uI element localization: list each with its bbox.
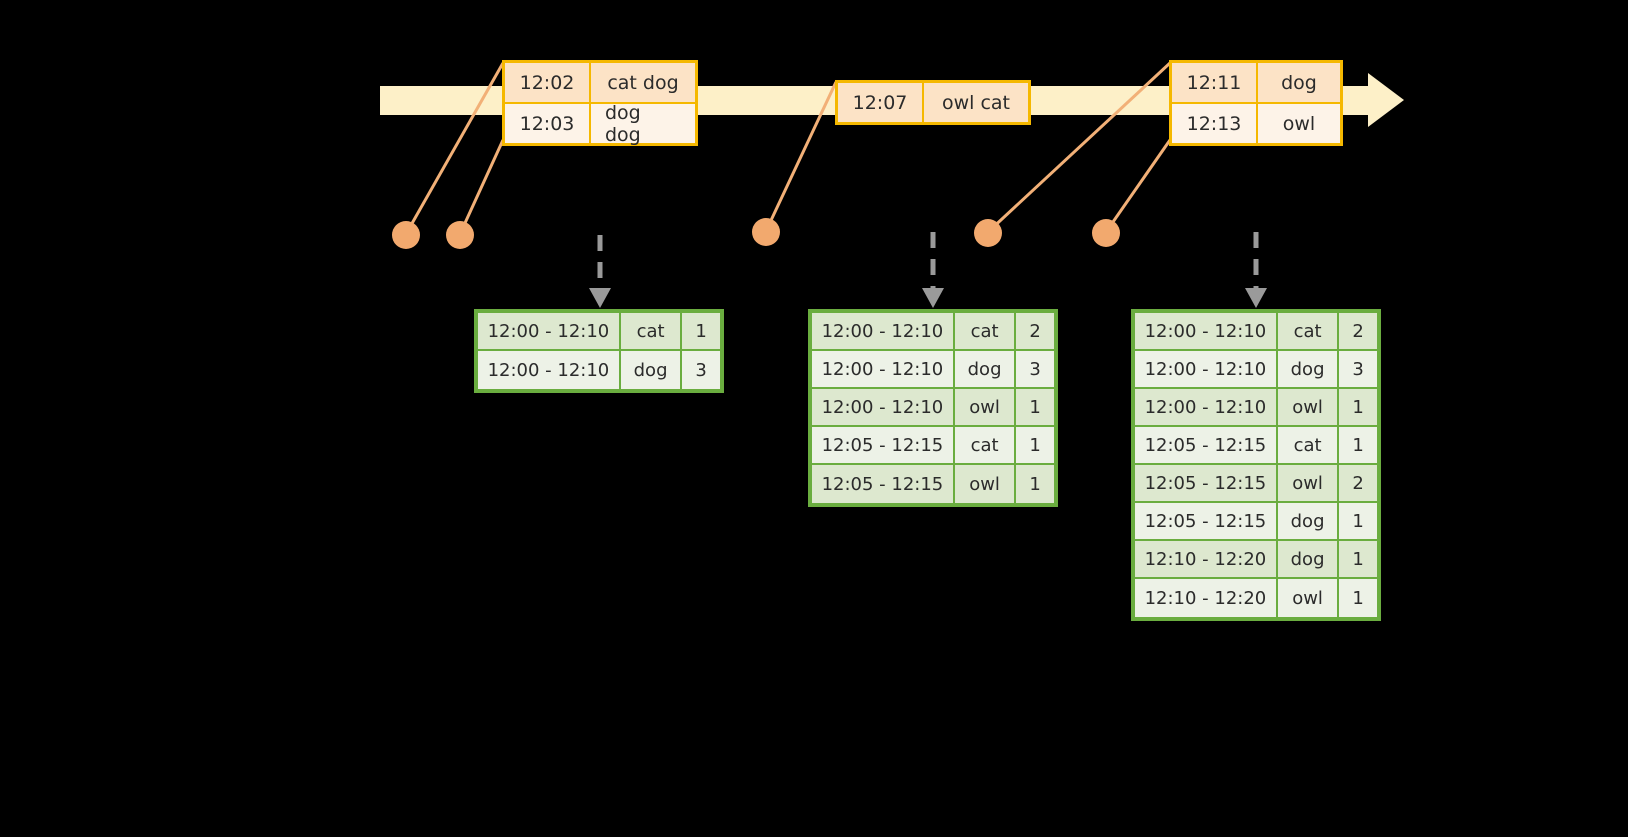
cell-window: 12:00 - 12:10 bbox=[812, 389, 955, 425]
cell-word: owl bbox=[955, 465, 1017, 503]
cell-window: 12:10 - 12:20 bbox=[1135, 579, 1278, 617]
cell-count: 1 bbox=[1029, 434, 1041, 456]
cell-word: owl bbox=[1278, 389, 1340, 425]
event-row: 12:13 owl bbox=[1172, 102, 1340, 143]
event-row: 12:03 dog dog bbox=[505, 101, 695, 146]
dashed-arrow-3 bbox=[1245, 232, 1267, 308]
event-time: 12:02 bbox=[505, 63, 591, 102]
connector-dot-4 bbox=[974, 219, 1002, 247]
cell-count: 2 bbox=[1352, 472, 1364, 494]
connector-line-2 bbox=[458, 139, 505, 235]
cell-window: 12:05 - 12:15 bbox=[812, 465, 955, 503]
cell-window: 12:05 - 12:15 bbox=[1135, 427, 1278, 463]
cell-window: 12:05 - 12:15 bbox=[1135, 503, 1278, 539]
event-box-group-3[interactable]: 12:11 dog 12:13 owl bbox=[1169, 60, 1343, 146]
cell-window: 12:00 - 12:10 bbox=[1135, 313, 1278, 349]
cell-count: 1 bbox=[1029, 473, 1041, 495]
cell-count: 3 bbox=[1352, 358, 1364, 380]
cell-count: 3 bbox=[695, 359, 707, 381]
cell-window: 12:00 - 12:10 bbox=[812, 313, 955, 349]
event-box-group-1[interactable]: 12:02 cat dog 12:03 dog dog bbox=[502, 60, 698, 146]
cell-count: 1 bbox=[1352, 587, 1364, 609]
cell-word: cat bbox=[1278, 313, 1340, 349]
cell-count: 1 bbox=[695, 320, 707, 342]
cell-window: 12:00 - 12:10 bbox=[478, 313, 621, 349]
event-value: dog bbox=[1281, 71, 1317, 94]
dashed-arrow-2 bbox=[922, 232, 944, 308]
event-row: 12:11 dog bbox=[1172, 63, 1340, 102]
cell-count: 2 bbox=[1029, 320, 1041, 342]
cell-window: 12:00 - 12:10 bbox=[1135, 351, 1278, 387]
cell-word: dog bbox=[1278, 503, 1340, 539]
cell-window: 12:05 - 12:15 bbox=[812, 427, 955, 463]
cell-word: dog bbox=[1278, 541, 1340, 577]
cell-word: dog bbox=[1278, 351, 1340, 387]
cell-count: 1 bbox=[1352, 434, 1364, 456]
cell-word: dog bbox=[955, 351, 1017, 387]
cell-count: 1 bbox=[1029, 396, 1041, 418]
connector-dot-5 bbox=[1092, 219, 1120, 247]
event-value: owl bbox=[1282, 112, 1316, 135]
cell-word: owl bbox=[1278, 579, 1340, 617]
cell-window: 12:00 - 12:10 bbox=[1135, 389, 1278, 425]
cell-count: 1 bbox=[1352, 548, 1364, 570]
event-box-group-2[interactable]: 12:07 owl cat bbox=[835, 80, 1031, 125]
cell-word: dog bbox=[621, 351, 683, 389]
connector-dot-1 bbox=[392, 221, 420, 249]
cell-window: 12:00 - 12:10 bbox=[478, 351, 621, 389]
cell-word: cat bbox=[955, 313, 1017, 349]
cell-count: 1 bbox=[1352, 396, 1364, 418]
cell-word: owl bbox=[1278, 465, 1340, 501]
event-row: 12:02 cat dog bbox=[505, 63, 695, 102]
event-time: 12:07 bbox=[838, 83, 924, 122]
event-value: owl cat bbox=[941, 91, 1011, 114]
event-row: 12:07 owl cat bbox=[838, 83, 1028, 122]
event-value: dog dog bbox=[605, 101, 641, 146]
cell-count: 2 bbox=[1352, 320, 1364, 342]
dashed-arrow-1 bbox=[589, 235, 611, 308]
connector-dot-2 bbox=[446, 221, 474, 249]
cell-word: cat bbox=[955, 427, 1017, 463]
event-time: 12:11 bbox=[1172, 63, 1258, 102]
event-time: 12:13 bbox=[1172, 104, 1258, 143]
cell-window: 12:05 - 12:15 bbox=[1135, 465, 1278, 501]
cell-word: cat bbox=[621, 313, 683, 349]
timeline-arrow-head bbox=[1368, 73, 1404, 127]
cell-word: cat bbox=[1278, 427, 1340, 463]
connector-line-5 bbox=[1104, 139, 1172, 233]
event-time: 12:03 bbox=[505, 104, 591, 143]
event-value: cat dog bbox=[607, 71, 679, 94]
connector-dot-3 bbox=[752, 218, 780, 246]
cell-window: 12:00 - 12:10 bbox=[812, 351, 955, 387]
cell-count: 1 bbox=[1352, 510, 1364, 532]
cell-window: 12:10 - 12:20 bbox=[1135, 541, 1278, 577]
cell-count: 3 bbox=[1029, 358, 1041, 380]
cell-word: owl bbox=[955, 389, 1017, 425]
